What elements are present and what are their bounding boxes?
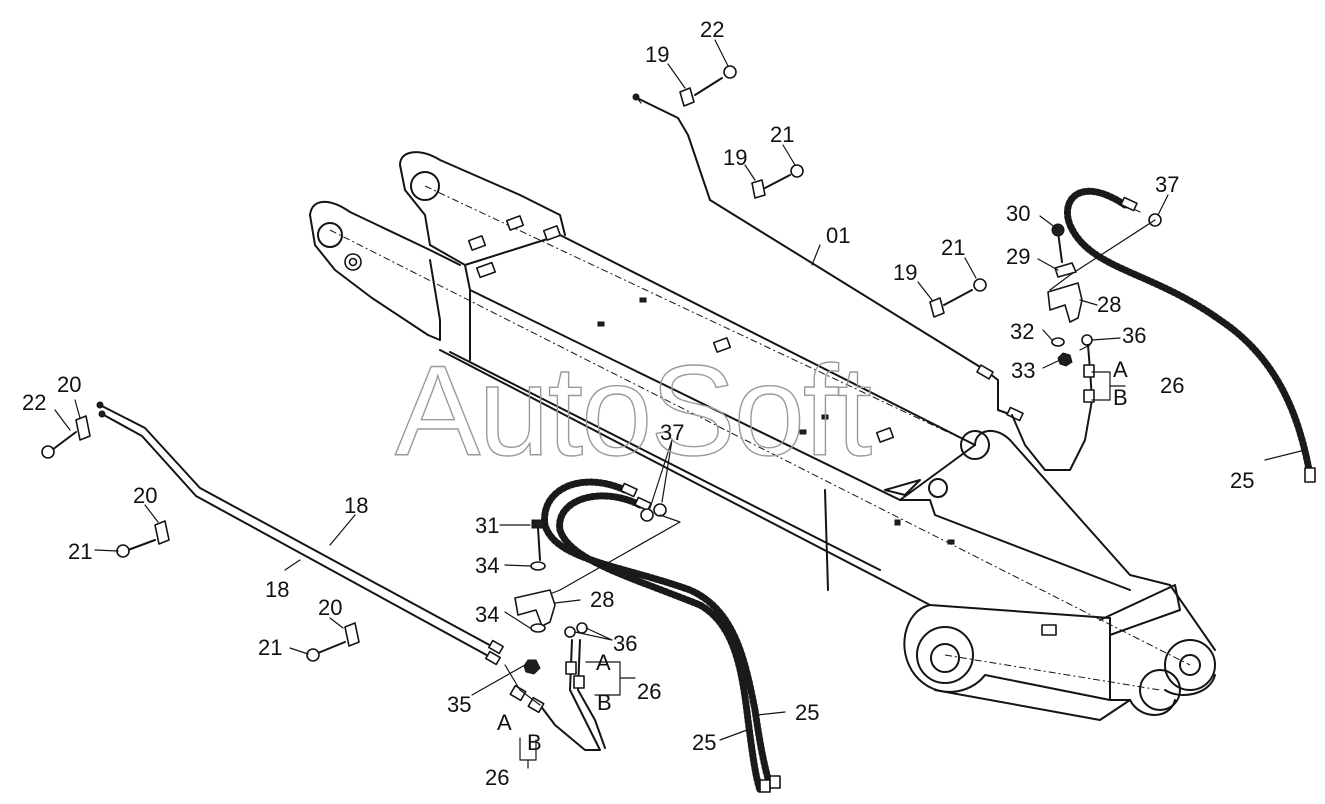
clamp-20-mid: [116, 520, 170, 558]
callout-21: 21: [258, 635, 282, 660]
callout-01: 01: [826, 223, 850, 248]
callout-20: 20: [318, 595, 342, 620]
callout-35: 35: [447, 692, 471, 717]
callout-22: 22: [22, 390, 46, 415]
callout-37: 37: [660, 420, 684, 445]
tube-01: [632, 93, 1024, 422]
callout-a: A: [1113, 357, 1128, 382]
callout-33: 33: [1011, 358, 1035, 383]
callout-19: 19: [645, 42, 669, 67]
callout-labels: 22 19 21 19 01 21 19 30 37 29 28 32 36 3…: [22, 17, 1254, 790]
right-hose-assembly: [1011, 187, 1316, 483]
callout-a: A: [596, 650, 611, 675]
clamp-19-lower: [929, 278, 987, 318]
callout-21: 21: [68, 539, 92, 564]
callout-34: 34: [475, 553, 499, 578]
callout-26: 26: [485, 765, 509, 790]
callout-18: 18: [265, 577, 289, 602]
centre-hose-assembly: [504, 478, 781, 794]
callout-19: 19: [723, 145, 747, 170]
callout-26: 26: [1160, 373, 1184, 398]
callout-25: 25: [1230, 468, 1254, 493]
callout-a: A: [497, 710, 512, 735]
callout-18: 18: [344, 493, 368, 518]
callout-28: 28: [1097, 292, 1121, 317]
watermark-text: AutoSoft: [395, 340, 871, 483]
callout-b: B: [1113, 385, 1128, 410]
callout-37: 37: [1155, 172, 1179, 197]
callout-34: 34: [475, 602, 499, 627]
callout-19: 19: [893, 260, 917, 285]
callout-b: B: [597, 690, 612, 715]
callout-36: 36: [1122, 323, 1146, 348]
callout-20: 20: [57, 372, 81, 397]
clamp-20-left: [41, 415, 91, 459]
clamp-19-top: [679, 65, 737, 107]
callout-26: 26: [637, 679, 661, 704]
callout-21: 21: [770, 122, 794, 147]
callout-36: 36: [613, 631, 637, 656]
clamp-20-lower: [306, 622, 360, 662]
callout-25: 25: [692, 730, 716, 755]
leader-lines: [54, 39, 1306, 769]
callout-32: 32: [1010, 319, 1034, 344]
callout-29: 29: [1006, 244, 1030, 269]
callout-28: 28: [590, 587, 614, 612]
callout-22: 22: [700, 17, 724, 42]
callout-20: 20: [133, 483, 157, 508]
boom-arm: [309, 151, 1216, 721]
callout-30: 30: [1006, 201, 1030, 226]
callout-21: 21: [941, 235, 965, 260]
callout-31: 31: [475, 513, 499, 538]
tubes-18: [96, 401, 504, 666]
callout-25: 25: [795, 700, 819, 725]
callout-b: B: [527, 730, 542, 755]
clamp-19-mid: [751, 164, 804, 199]
